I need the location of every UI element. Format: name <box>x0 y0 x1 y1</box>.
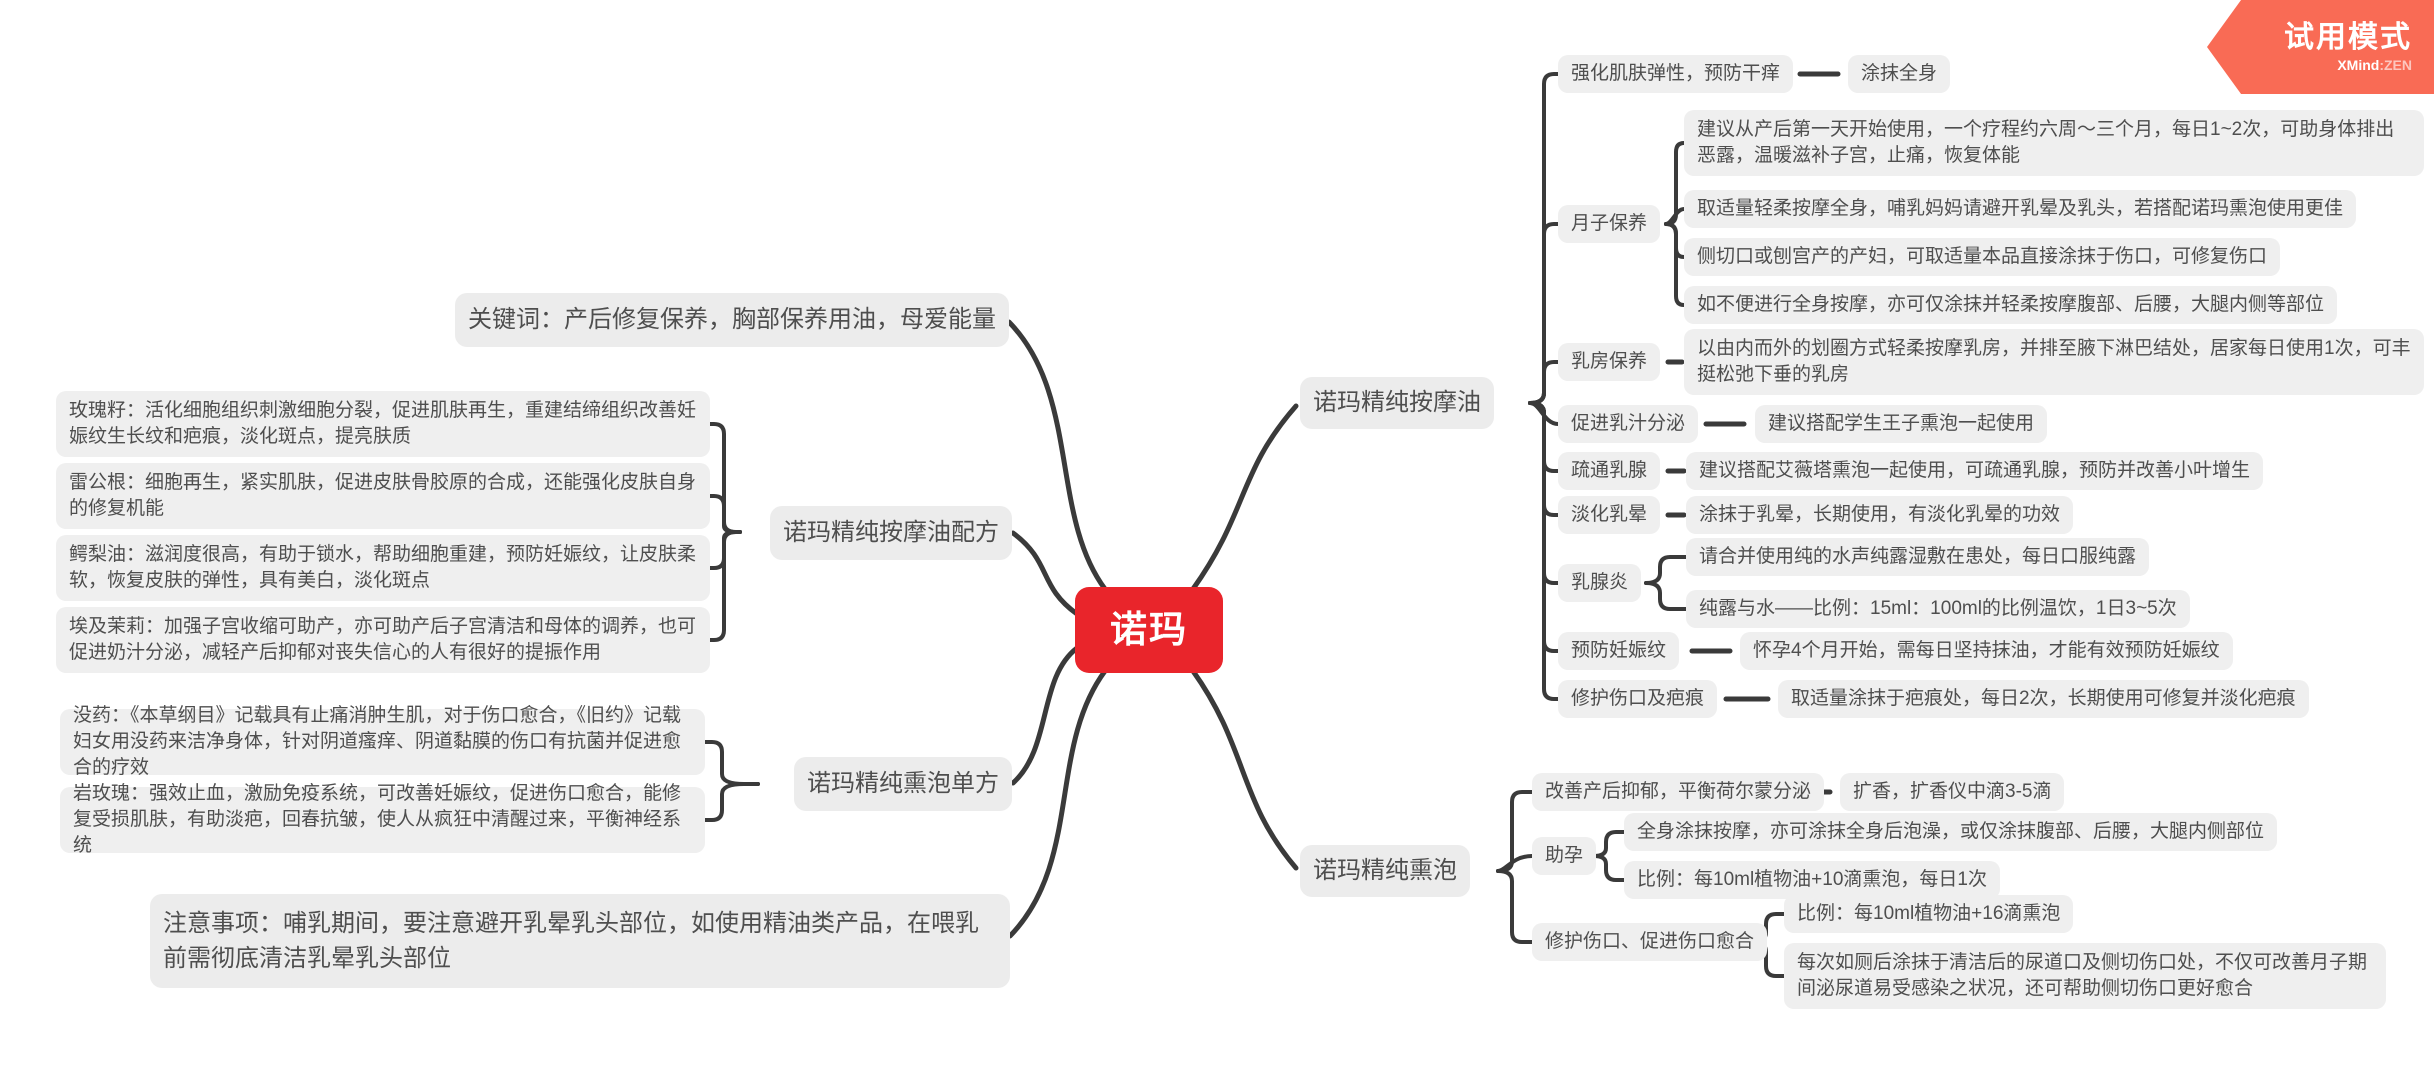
topic-mammary-duct-detail[interactable]: 建议搭配艾薇塔熏泡一起使用，可疏通乳腺，预防并改善小叶增生 <box>1686 452 2264 490</box>
topic-precautions[interactable]: 注意事项：哺乳期间，要注意避开乳晕乳头部位，如使用精油类产品，在喂乳前需彻底清洁… <box>150 894 1010 988</box>
topic-skin-elasticity[interactable]: 强化肌肤弹性，预防干痒 <box>1558 55 1794 93</box>
topic-mastitis-detail-1[interactable]: 请合并使用纯的水声纯露湿敷在患处，每日口服纯露 <box>1686 538 2150 576</box>
topic-gotu-kola[interactable]: 雷公根：细胞再生，紧实肌肤，促进皮肤骨胶原的合成，还能强化皮肤自身的修复机能 <box>56 463 710 529</box>
topic-breast-care-detail[interactable]: 以由内而外的划圈方式轻柔按摩乳房，并排至腋下淋巴结处，居家每日使用1次，可丰挺松… <box>1684 329 2424 395</box>
topic-postpartum-care-detail-2[interactable]: 取适量轻柔按摩全身，哺乳妈妈请避开乳晕及乳头，若搭配诺玛熏泡使用更佳 <box>1684 190 2357 228</box>
topic-fertility[interactable]: 助孕 <box>1532 837 1597 875</box>
topic-breast-care[interactable]: 乳房保养 <box>1558 343 1661 381</box>
topic-wound-healing-detail-1[interactable]: 比例：每10ml植物油+16滴熏泡 <box>1784 895 2074 933</box>
topic-mastitis[interactable]: 乳腺炎 <box>1558 564 1642 602</box>
topic-avocado-oil[interactable]: 鳄梨油：滋润度很高，有助于锁水，帮助细胞重建，预防妊娠纹，让皮肤柔软，恢复皮肤的… <box>56 535 710 601</box>
topic-postpartum-care-detail-3[interactable]: 侧切口或刨宫产的产妇，可取适量本品直接涂抹于伤口，可修复伤口 <box>1684 238 2281 276</box>
topic-postpartum-depression-detail[interactable]: 扩香，扩香仪中滴3-5滴 <box>1840 773 2065 811</box>
topic-repair-scars-detail[interactable]: 取适量涂抹于疤痕处，每日2次，长期使用可修复并淡化疤痕 <box>1778 680 2309 718</box>
topic-mammary-duct[interactable]: 疏通乳腺 <box>1558 452 1661 490</box>
topic-wound-healing[interactable]: 修护伤口、促进伤口愈合 <box>1532 923 1768 961</box>
topic-massage-oil[interactable]: 诺玛精纯按摩油 <box>1300 377 1494 429</box>
topic-egyptian-jasmine[interactable]: 埃及茉莉：加强子宫收缩可助产，亦可助产后子宫清洁和母体的调养，也可促进奶汁分泌，… <box>56 607 710 673</box>
topic-repair-scars[interactable]: 修护伤口及疤痕 <box>1558 680 1718 718</box>
topic-lighten-areola[interactable]: 淡化乳晕 <box>1558 496 1661 534</box>
topic-massage-oil-formula[interactable]: 诺玛精纯按摩油配方 <box>770 506 1012 560</box>
trial-mode-title: 试用模式 <box>2284 21 2412 54</box>
topic-postpartum-care-detail-4[interactable]: 如不便进行全身按摩，亦可仅涂抹并轻柔按摩腹部、后腰，大腿内侧等部位 <box>1684 286 2338 324</box>
topic-mastitis-detail-2[interactable]: 纯露与水——比例：15ml：100ml的比例温饮，1日3~5次 <box>1686 590 2190 628</box>
topic-postpartum-care[interactable]: 月子保养 <box>1558 205 1661 243</box>
central-topic[interactable]: 诺玛 <box>1075 587 1223 673</box>
topic-lighten-areola-detail[interactable]: 涂抹于乳晕，长期使用，有淡化乳晕的功效 <box>1686 496 2074 534</box>
topic-myrrh[interactable]: 没药：《本草纲目》记载具有止痛消肿生肌，对于伤口愈合，《旧约》记载妇女用没药来洁… <box>60 705 705 778</box>
topic-fertility-detail-2[interactable]: 比例：每10ml植物油+10滴熏泡，每日1次 <box>1624 861 2000 899</box>
trial-mode-badge[interactable]: 试用模式 XMind:ZEN <box>2207 0 2434 94</box>
topic-wound-healing-detail-2[interactable]: 每次如厕后涂抹于清洁后的尿道口及侧切伤口处，不仅可改善月子期间泌尿道易受感染之状… <box>1784 943 2386 1009</box>
topic-prevent-stretch-marks-detail[interactable]: 怀孕4个月开始，需每日坚持抹油，才能有效预防妊娠纹 <box>1740 632 2233 670</box>
topic-keyword[interactable]: 关键词：产后修复保养，胸部保养用油，母爱能量 <box>455 293 1009 347</box>
topic-postpartum-depression[interactable]: 改善产后抑郁，平衡荷尔蒙分泌 <box>1532 773 1825 811</box>
topic-rosehip[interactable]: 玫瑰籽：活化细胞组织刺激细胞分裂，促进肌肤再生，重建结缔组织改善妊娠纹生长纹和疤… <box>56 391 710 457</box>
topic-lactation-detail[interactable]: 建议搭配学生王子熏泡一起使用 <box>1755 405 2048 443</box>
topic-rock-rose[interactable]: 岩玫瑰：强效止血，激励免疫系统，可改善妊娠纹，促进伤口愈合，能修复受损肌肤，有助… <box>60 783 705 856</box>
topic-bath-blend[interactable]: 诺玛精纯熏泡 <box>1300 845 1470 897</box>
topic-lactation[interactable]: 促进乳汁分泌 <box>1558 405 1699 443</box>
topic-bath-formula[interactable]: 诺玛精纯熏泡单方 <box>794 757 1012 811</box>
topic-fertility-detail-1[interactable]: 全身涂抹按摩，亦可涂抹全身后泡澡，或仅涂抹腹部、后腰，大腿内侧部位 <box>1624 813 2278 851</box>
topic-skin-elasticity-detail[interactable]: 涂抹全身 <box>1848 55 1951 93</box>
topic-prevent-stretch-marks[interactable]: 预防妊娠纹 <box>1558 632 1680 670</box>
xmind-zen-logo: XMind:ZEN <box>2337 57 2412 73</box>
topic-postpartum-care-detail-1[interactable]: 建议从产后第一天开始使用，一个疗程约六周～三个月，每日1~2次，可助身体排出恶露… <box>1684 110 2424 176</box>
